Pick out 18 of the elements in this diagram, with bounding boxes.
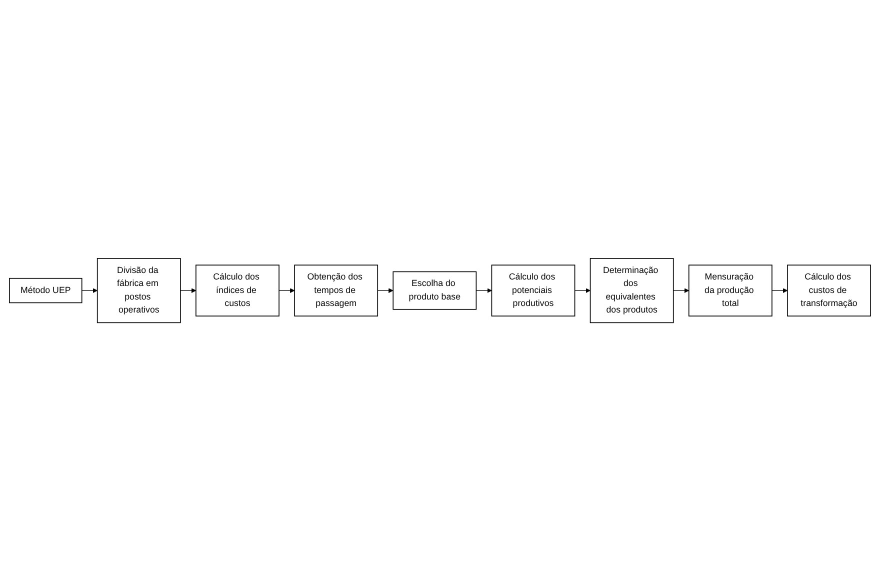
node-box — [590, 258, 674, 324]
node-box — [491, 264, 576, 316]
arrow — [772, 288, 788, 293]
node-box — [196, 264, 280, 316]
arrow — [278, 288, 295, 293]
node-box — [688, 264, 772, 316]
node-box — [392, 271, 477, 310]
node-box — [96, 258, 181, 324]
node-box — [787, 264, 871, 316]
arrow — [377, 288, 394, 293]
arrow — [476, 288, 492, 293]
arrow — [574, 288, 591, 293]
arrow — [180, 288, 196, 293]
node-box — [9, 278, 82, 304]
node-box — [294, 264, 378, 316]
arrow — [82, 288, 98, 293]
flowchart-drawing: Método UEP Divisão da fábrica em postos operativos Cálculo dos índices de custos Obtenção dos tempos de passagem Escolha do produto base Cálculo dos potenciais produtivos Determinação dos equivalentes dos produtos Mensuração da produção total Cálculo dos custos de transformação — [5, 254, 875, 328]
arrow — [673, 288, 690, 293]
